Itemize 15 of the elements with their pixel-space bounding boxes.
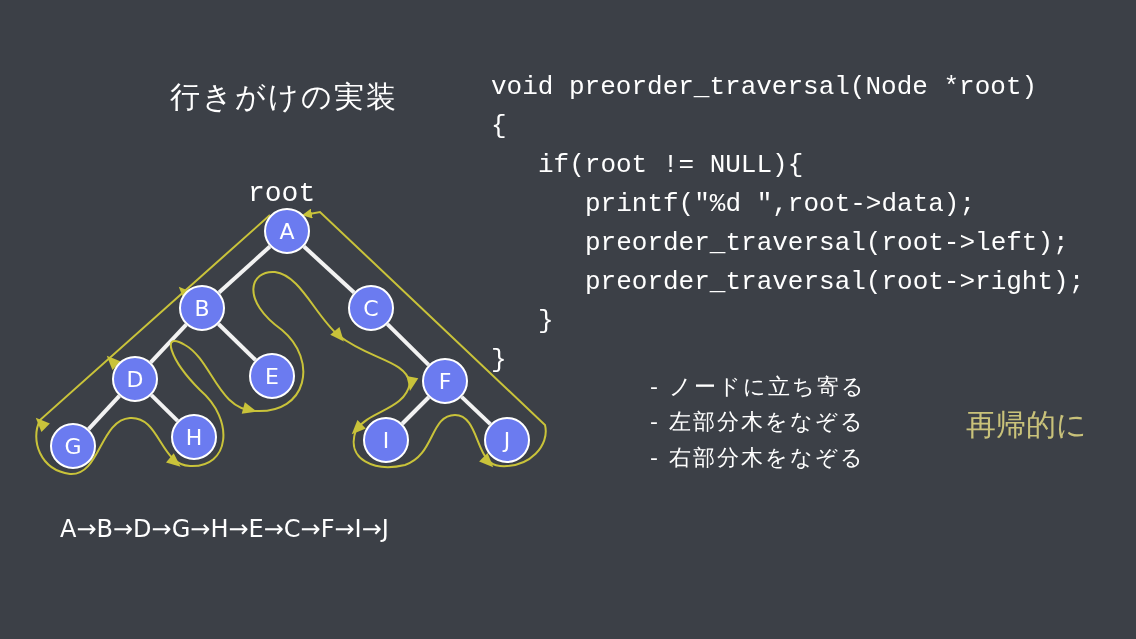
root-pointer-label: root [248,177,316,211]
code-line: { [491,110,507,143]
slide-title: 行きがけの実装 [170,78,398,116]
bullet-item: - ノードに立ち寄る [650,373,866,401]
code-line: } [538,305,554,338]
code-line: void preorder_traversal(Node *root) [491,71,1038,104]
bullet-item: - 左部分木をなぞる [650,408,865,436]
code-line: } [491,344,507,377]
traversal-order-text: A→B→D→G→H→E→C→F→I→J [60,514,389,545]
bullet-item: - 右部分木をなぞる [650,444,865,472]
code-line: preorder_traversal(root->right); [585,266,1085,299]
code-line: preorder_traversal(root->left); [585,227,1069,260]
code-line: printf("%d ",root->data); [585,188,976,221]
code-line: if(root != NULL){ [538,149,804,182]
note-text: 再帰的に [966,406,1087,444]
